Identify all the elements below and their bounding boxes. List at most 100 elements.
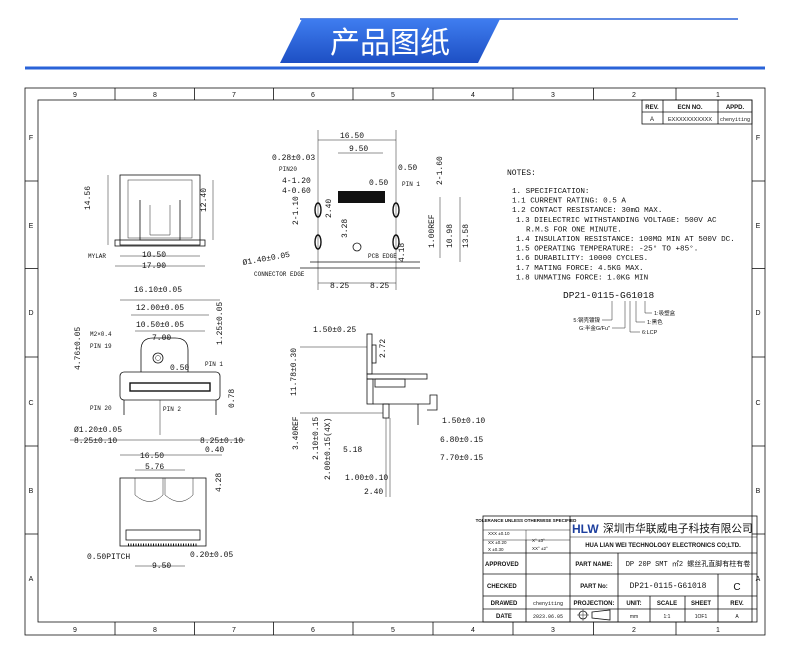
dimension-label: 0.50PITCH [87, 553, 130, 562]
company-name-en: HUA LIAN WEI TECHNOLOGY ELECTRONICS CO;L… [585, 543, 741, 549]
zone-column-label: 3 [551, 92, 555, 99]
rev-header: REV. [645, 105, 659, 111]
note-line: 1.4 INSULATION RESISTANCE: 100MΩ MIN AT … [516, 236, 735, 244]
tolerance-xx: XX ±0.20 [488, 540, 507, 545]
zone-column-label: 7 [232, 92, 236, 99]
note-line: R.M.S FOR ONE MINUTE. [526, 226, 622, 234]
sheet-value: 1OF1 [695, 614, 708, 620]
zone-column-label: 7 [232, 627, 236, 634]
projection-symbol-icon [577, 609, 611, 621]
dimension-label: PIN 2 [163, 406, 181, 413]
zone-column-label: 4 [471, 92, 475, 99]
date-label: DATE [496, 614, 512, 620]
dimension-label: 8.25±0.10 [74, 437, 117, 446]
rev-value: A [650, 117, 654, 123]
dimension-label: 8.25 [330, 282, 349, 291]
note-line: 1.6 DURABILITY: 10000 CYCLES. [516, 255, 648, 263]
dimension-label: 0.50 [369, 179, 388, 188]
zone-column-label: 1 [716, 92, 720, 99]
zone-column-label: 3 [551, 627, 555, 634]
scale-label: SCALE [657, 601, 677, 607]
dimension-label: PCB EDGE [368, 253, 397, 260]
zone-column-label: 8 [153, 627, 157, 634]
dimension-label: M2×0.4 [90, 331, 112, 338]
dimension-label: PIN 1 [205, 361, 223, 368]
dimension-label: PIN 1 [402, 181, 420, 188]
zone-column-label: 9 [73, 92, 77, 99]
page-title: 产品图纸 [330, 26, 450, 61]
note-line: 1.8 UNMATING FORCE: 1.0KG MIN [516, 274, 648, 282]
zone-column-label: 1 [716, 627, 720, 634]
note-line: 1.3 DIELECTRIC WITHSTANDING VOLTAGE: 500… [516, 217, 717, 225]
date-value: 2023.06.05 [533, 614, 563, 620]
tolerance-xxx: XXX ±0.10 [488, 531, 510, 536]
tolerance-angle-x: X° ±3° [532, 538, 545, 543]
dimension-label: 16.10±0.05 [134, 286, 182, 295]
zone-row-label: A [29, 576, 34, 583]
dimension-label: 0.40 [205, 446, 224, 455]
dimension-label: 7.70±0.15 [440, 454, 483, 463]
company-logo: HLW [572, 522, 599, 536]
dimension-label: PIN20 [279, 166, 297, 173]
approved-label: APPROVED [485, 562, 519, 568]
dimension-label: 14.56 [84, 186, 93, 210]
code-legend-package: 1:吸塑盒 [654, 309, 676, 317]
dimension-label: 1.25±0.05 [216, 302, 225, 345]
part-name-value: DP 20P SMT ㎡2 螺丝孔直脚有柱有卷 [626, 559, 751, 569]
part-no-value: DP21-0115-G61018 [630, 582, 707, 591]
note-line: 1.7 MATING FORCE: 4.5KG MAX. [516, 265, 644, 273]
dimension-label: 4.76±0.05 [74, 327, 83, 370]
dimension-label: 0.50 [170, 364, 189, 373]
appd-value: chenyiting [720, 117, 750, 123]
rev-label: REV. [730, 601, 744, 607]
dimension-label: 12.00±0.05 [136, 304, 184, 313]
dimension-label: 0.20±0.05 [190, 551, 233, 560]
dimension-label: 4-1.20 [282, 177, 311, 186]
dimension-label: PIN 20 [90, 405, 112, 412]
scale-value: 1:1 [664, 614, 671, 620]
zone-row-label: E [29, 223, 34, 230]
dimension-label: CONNECTOR EDGE [254, 271, 305, 278]
dimension-label: 4-0.60 [282, 187, 311, 196]
dimension-label: 6.80±0.15 [440, 436, 483, 445]
view-front-main [70, 299, 245, 456]
dimension-label: 8.25 [370, 282, 389, 291]
code-legend-shell: 5:钢壳镀镍 [573, 316, 600, 324]
note-line: 1. SPECIFICATION: [512, 188, 589, 196]
company-name-cn: 深圳市华联威电子科技有限公司 [603, 522, 753, 535]
dimension-label: 11.78±0.30 [290, 348, 299, 396]
zone-row-label: E [756, 223, 761, 230]
dimension-label: 2-1.10 [292, 196, 301, 225]
view-pcb-layout [300, 130, 461, 290]
part-code: DP21-0115-G61018 [563, 290, 655, 301]
zone-row-label: F [29, 135, 33, 142]
code-legend-color: 1:黑色 [647, 318, 663, 326]
notes-title: NOTES: [507, 169, 536, 178]
dimension-label: 1.50±0.25 [313, 326, 356, 335]
zone-column-label: 5 [391, 627, 395, 634]
zone-column-label: 4 [471, 627, 475, 634]
title-block: TOLERANCE UNLESS OTHERWISE SPECIFIED XXX… [476, 515, 758, 623]
dimension-label: 16.50 [140, 452, 164, 461]
zone-column-label: 2 [632, 627, 636, 634]
tolerance-angle-xx: XX° ±2° [532, 546, 548, 551]
dimension-label: 5.76 [145, 463, 164, 472]
zone-column-label: 2 [632, 92, 636, 99]
dimension-label: 0.78 [228, 389, 237, 408]
dimension-label: 0.28±0.03 [272, 154, 315, 163]
dimension-label: 10.98 [446, 224, 455, 248]
projection-label: PROJECTION: [573, 601, 614, 607]
part-rev: C [733, 582, 740, 593]
appd-header: APPD. [726, 105, 745, 111]
dimension-label: 9.50 [152, 562, 171, 571]
dimension-label: 1.00REF [428, 214, 437, 248]
dimension-label: 9.50 [349, 145, 368, 154]
notes-block: NOTES: 1. SPECIFICATION:1.1 CURRENT RATI… [507, 169, 735, 336]
view-bottom [119, 469, 207, 567]
dimension-label: 7.00 [152, 334, 171, 343]
dimension-label: 10.50 [142, 251, 166, 260]
dimension-label: 2.10±0.15 [312, 417, 321, 460]
dimension-label: Ø1.40±0.05 [242, 251, 291, 268]
